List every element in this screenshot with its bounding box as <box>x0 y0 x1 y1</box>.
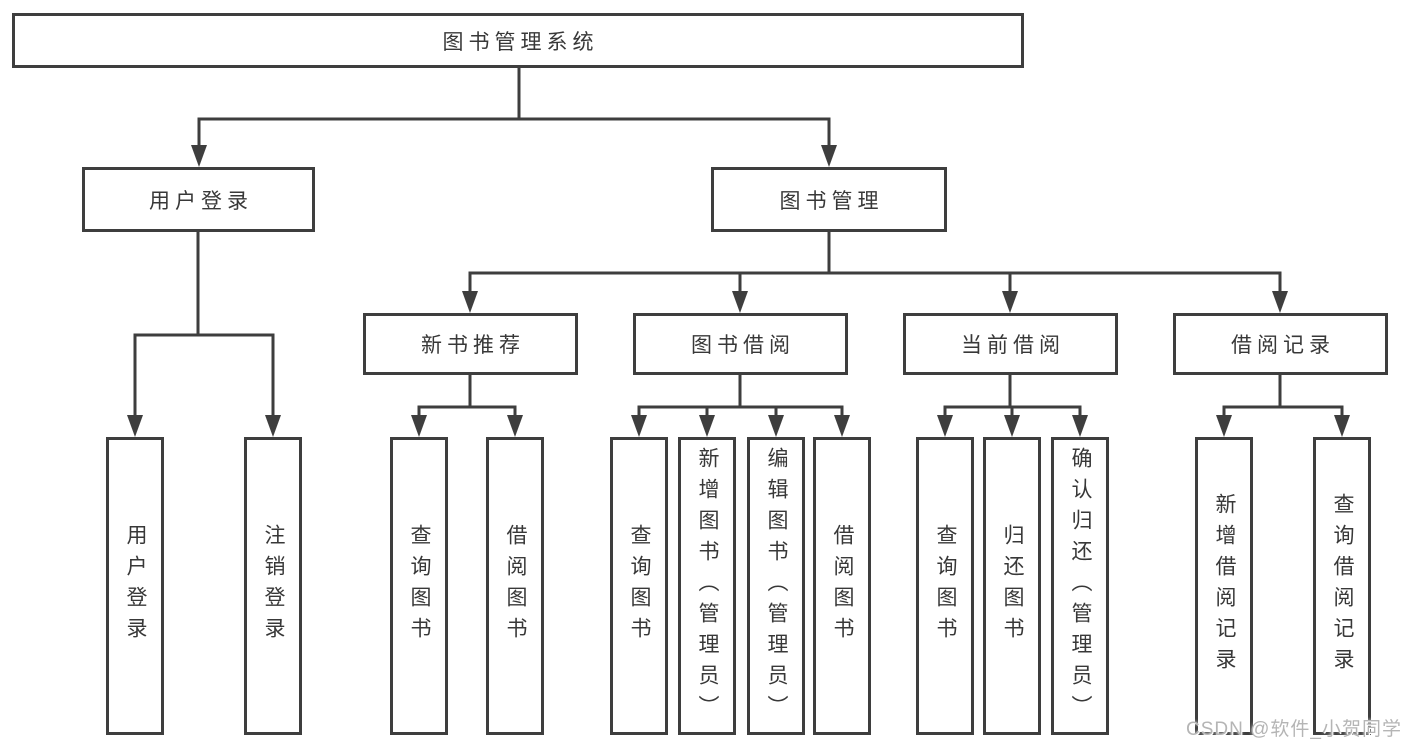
leaf-return-books: 归还图书 <box>983 437 1041 735</box>
node-current-borrow: 当前借阅 <box>903 313 1118 375</box>
arrowheads <box>127 145 1350 437</box>
watermark: CSDN @软件_小贺同学 <box>1186 719 1402 740</box>
leaf-add-books-admin: 新增图书（管理员） <box>678 437 736 735</box>
leaf-query-books-recommend: 查询图书 <box>390 437 448 735</box>
node-new-book-recommend: 新书推荐 <box>363 313 578 375</box>
leaf-add-borrow-record: 新增借阅记录 <box>1195 437 1253 735</box>
leaf-edit-books-admin: 编辑图书（管理员） <box>747 437 805 735</box>
leaf-query-books-current: 查询图书 <box>916 437 974 735</box>
leaf-logout: 注销登录 <box>244 437 302 735</box>
node-book-borrow: 图书借阅 <box>633 313 848 375</box>
leaf-borrow-books: 借阅图书 <box>813 437 871 735</box>
node-library-management-system: 图书管理系统 <box>12 13 1024 68</box>
leaf-confirm-return-admin: 确认归还（管理员） <box>1051 437 1109 735</box>
leaf-user-login: 用户登录 <box>106 437 164 735</box>
node-user-login: 用户登录 <box>82 167 315 232</box>
node-book-management: 图书管理 <box>711 167 947 232</box>
leaf-borrow-books-recommend: 借阅图书 <box>486 437 544 735</box>
leaf-query-borrow-record: 查询借阅记录 <box>1313 437 1371 735</box>
leaf-query-books-borrow: 查询图书 <box>610 437 668 735</box>
node-borrow-records: 借阅记录 <box>1173 313 1388 375</box>
